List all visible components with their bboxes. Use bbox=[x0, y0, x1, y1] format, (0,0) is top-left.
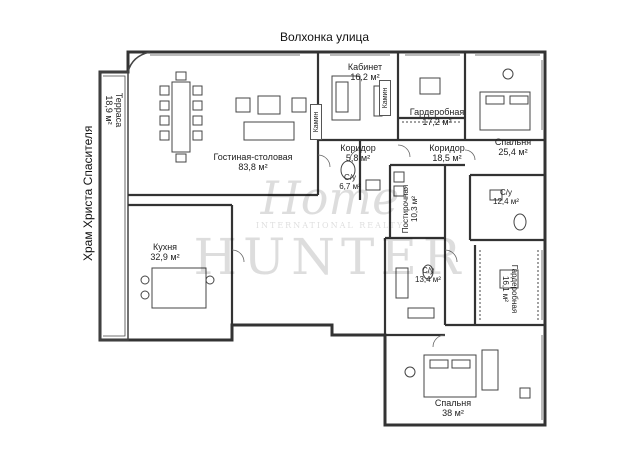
street-label-top: Волхонка улица bbox=[280, 30, 370, 44]
street-label-left: Храм Христа Спасителя bbox=[81, 125, 95, 261]
room-area: 6,7 м² bbox=[339, 182, 361, 191]
room-area: 32,9 м² bbox=[150, 252, 180, 262]
room-area: 16,1 м² bbox=[501, 276, 510, 302]
room-name: Спальня bbox=[494, 137, 532, 147]
room-area: 38 м² bbox=[442, 408, 464, 418]
room-study: Кабинет 16,2 м² bbox=[340, 62, 390, 82]
room-area: 25,4 м² bbox=[498, 147, 528, 157]
room-area: 83,8 м² bbox=[238, 162, 268, 172]
room-bedroom-1: Спальня 25,4 м² bbox=[488, 137, 538, 157]
room-name: Постирочная bbox=[401, 184, 410, 234]
fireplace-label: Камин bbox=[379, 80, 391, 116]
room-corridor-2: Коридор 18,5 м² bbox=[422, 143, 472, 163]
room-area: 10,3 м² bbox=[410, 196, 419, 222]
room-bath-3: С/у 13,4 м² bbox=[410, 266, 446, 284]
room-name: Гостиная-столовая bbox=[213, 152, 293, 162]
room-terrace: Терраса 18,9 м² bbox=[104, 82, 124, 138]
room-name: Кабинет bbox=[347, 62, 383, 72]
room-corridor-1: Коридор 5,8 м² bbox=[333, 143, 383, 163]
room-wardrobe-1: Гардеробная 17,2 м² bbox=[402, 107, 472, 127]
room-area: 16,2 м² bbox=[350, 72, 380, 82]
room-name: Коридор bbox=[340, 143, 376, 153]
room-area: 13,4 м² bbox=[415, 275, 441, 284]
room-kitchen: Кухня 32,9 м² bbox=[140, 242, 190, 262]
room-area: 18,9 м² bbox=[104, 95, 114, 125]
room-area: 18,5 м² bbox=[432, 153, 462, 163]
room-area: 17,2 м² bbox=[422, 117, 452, 127]
room-area: 12,4 м² bbox=[493, 197, 519, 206]
room-bedroom-2: Спальня 38 м² bbox=[428, 398, 478, 418]
room-name: Терраса bbox=[114, 92, 124, 128]
room-name: Коридор bbox=[429, 143, 465, 153]
room-name: С/у bbox=[344, 173, 356, 182]
room-bath-1: С/у 6,7 м² bbox=[332, 173, 368, 191]
room-laundry: Постирочная 10,3 м² bbox=[401, 179, 419, 239]
room-area: 5,8 м² bbox=[345, 153, 371, 163]
fireplace-label: Камин bbox=[310, 104, 322, 140]
room-name: Гардеробная bbox=[409, 107, 465, 117]
room-name: Кухня bbox=[152, 242, 178, 252]
room-bath-2: С/у 12,4 м² bbox=[488, 188, 524, 206]
room-living: Гостиная-столовая 83,8 м² bbox=[208, 152, 298, 172]
room-name: Гардеробная bbox=[510, 264, 519, 314]
room-wardrobe-2: Гардеробная 16,1 м² bbox=[501, 259, 519, 319]
room-name: С/у bbox=[422, 266, 434, 275]
room-name: Спальня bbox=[434, 398, 472, 408]
room-name: С/у bbox=[500, 188, 512, 197]
